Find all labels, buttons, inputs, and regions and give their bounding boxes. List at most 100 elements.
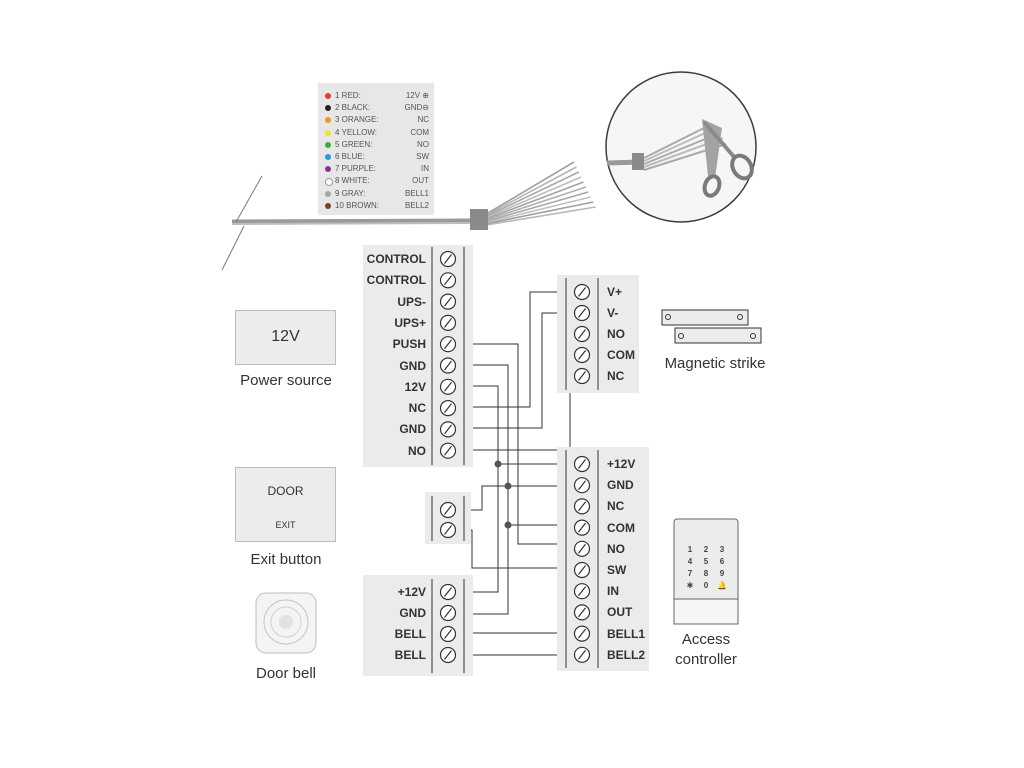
lock-terminal-screw-slot: [578, 350, 586, 360]
keypad-key: ✱: [687, 581, 694, 590]
lock-terminal-screw-slot: [578, 371, 586, 381]
terminal-label: GND: [399, 606, 426, 620]
exit-terminal-screw-slot: [444, 525, 452, 535]
terminal-label: NO: [607, 327, 625, 341]
power-terminal-screw-slot: [444, 339, 452, 350]
terminal-label: NC: [607, 369, 625, 383]
controller-terminal-screw-slot: [578, 628, 586, 639]
terminal-label: GND: [399, 358, 426, 373]
wire-color-dot: [325, 117, 331, 124]
terminal-label: GND: [399, 422, 426, 437]
controller-terminal-screw-slot: [578, 565, 586, 575]
wire-color-dot: [325, 129, 331, 136]
terminal-label: UPS+: [394, 315, 426, 330]
wire-color-dot: [325, 166, 331, 173]
controller-terminal-screw-slot: [578, 459, 586, 469]
controller-terminal-screw-slot: [578, 522, 586, 533]
power-source-box: 12V: [235, 310, 336, 365]
door-bell-label: Door bell: [255, 665, 317, 682]
wire-end: [487, 206, 596, 226]
power-terminal-screw-slot: [444, 318, 452, 328]
wire-function: SW: [416, 152, 429, 161]
access-controller-label-line2: controller: [675, 651, 737, 668]
power-terminal-screw-slot: [444, 424, 452, 435]
wire-end: [487, 196, 591, 223]
legend-row: 3 ORANGE: NC: [325, 114, 429, 126]
door-bell-icon: [255, 592, 317, 654]
wire-end: [487, 166, 577, 216]
exit-button-box: DOOR EXIT: [235, 467, 336, 542]
terminal-label: 12V: [404, 379, 426, 394]
wire-color-dot: [325, 105, 331, 112]
wire-color-dot: [325, 178, 333, 187]
wire-function: BELL1: [404, 188, 429, 198]
wire-function: GND⊖: [404, 103, 429, 113]
wire-end: [487, 181, 584, 219]
terminal-label: COM: [607, 348, 635, 362]
wire-function: BELL2: [404, 200, 429, 210]
magnetic-strike-icon: [661, 309, 762, 344]
exit-box-title: DOOR: [267, 484, 304, 498]
power-terminal-screw-slot: [444, 254, 452, 264]
lock-terminal-screw-slot: [578, 308, 586, 318]
keypad-key: 3: [720, 545, 725, 554]
legend-row: 2 BLACK:GND⊖: [325, 102, 429, 114]
bell-terminal-screw-slot: [444, 650, 452, 660]
controller-terminal-screw-slot: [578, 586, 586, 597]
power-terminal-screw-slot: [444, 381, 452, 392]
exit-terminal-screw-slot: [444, 505, 452, 515]
wire-name: 9 GRAY:: [335, 188, 366, 198]
keypad-key: 5: [704, 557, 709, 566]
wire-function: IN: [421, 164, 429, 174]
terminal-label: +12V: [607, 457, 636, 471]
wire-function: NC: [417, 115, 429, 125]
wire-name: 5 GREEN:: [335, 139, 373, 149]
magnetic-strike-label: Magnetic strike: [664, 355, 766, 372]
controller-terminal-screw-slot: [578, 607, 586, 618]
terminal-label: V-: [607, 306, 619, 320]
bell-terminal-screw-slot: [444, 629, 452, 639]
terminal-label: BELL2: [607, 647, 646, 662]
legend-row: 10 BROWN:BELL2: [325, 200, 429, 212]
terminal-label: GND: [607, 478, 634, 493]
wire-color-dot: [325, 202, 331, 209]
keypad-key: 9: [720, 569, 725, 578]
legend-row: 6 BLUE: SW: [325, 151, 429, 163]
wire-function: COM: [410, 127, 429, 137]
legend-row: 7 PURPLE: IN: [325, 163, 429, 175]
terminal-label: NO: [607, 541, 625, 556]
keypad-key: 8: [704, 569, 709, 578]
terminal-label: BELL: [394, 627, 426, 641]
legend-row: 5 GREEN:NO: [325, 139, 429, 151]
terminal-label: BELL1: [607, 626, 646, 641]
controller-terminal-block: [557, 447, 649, 671]
power-terminal-screw-slot: [444, 445, 452, 456]
power-terminal-screw-slot: [444, 360, 452, 371]
wire-color-dot: [325, 154, 331, 160]
legend-row: 8 WHITE:OUT: [325, 175, 429, 187]
lock-terminal-screw-slot: [578, 287, 586, 297]
terminal-label: NC: [408, 401, 426, 416]
loose-wire-ends: [487, 161, 596, 226]
power-terminal-screw-slot: [444, 275, 452, 286]
terminal-label: SW: [607, 563, 627, 577]
wire-name: 3 ORANGE:: [335, 115, 379, 125]
terminal-label: UPS-: [397, 294, 426, 309]
wire-color-dot: [325, 190, 331, 197]
wire-name: 6 BLUE:: [335, 152, 365, 161]
wire-end: [487, 201, 594, 225]
keypad-key: 7: [688, 569, 693, 578]
keypad-key: 4: [688, 557, 693, 566]
lock-terminal-screw-slot: [578, 329, 586, 339]
wire-name: 7 PURPLE:: [335, 164, 376, 174]
controller-terminal-screw-slot: [578, 543, 586, 554]
terminal-label: V+: [607, 285, 623, 299]
terminal-label: NC: [607, 499, 625, 514]
access-controller-label-line1: Access: [681, 631, 731, 648]
wire-function: 12V ⊕: [405, 91, 429, 100]
legend-row: 4 YELLOW:COM: [325, 127, 429, 139]
keypad-key: 6: [720, 557, 725, 566]
